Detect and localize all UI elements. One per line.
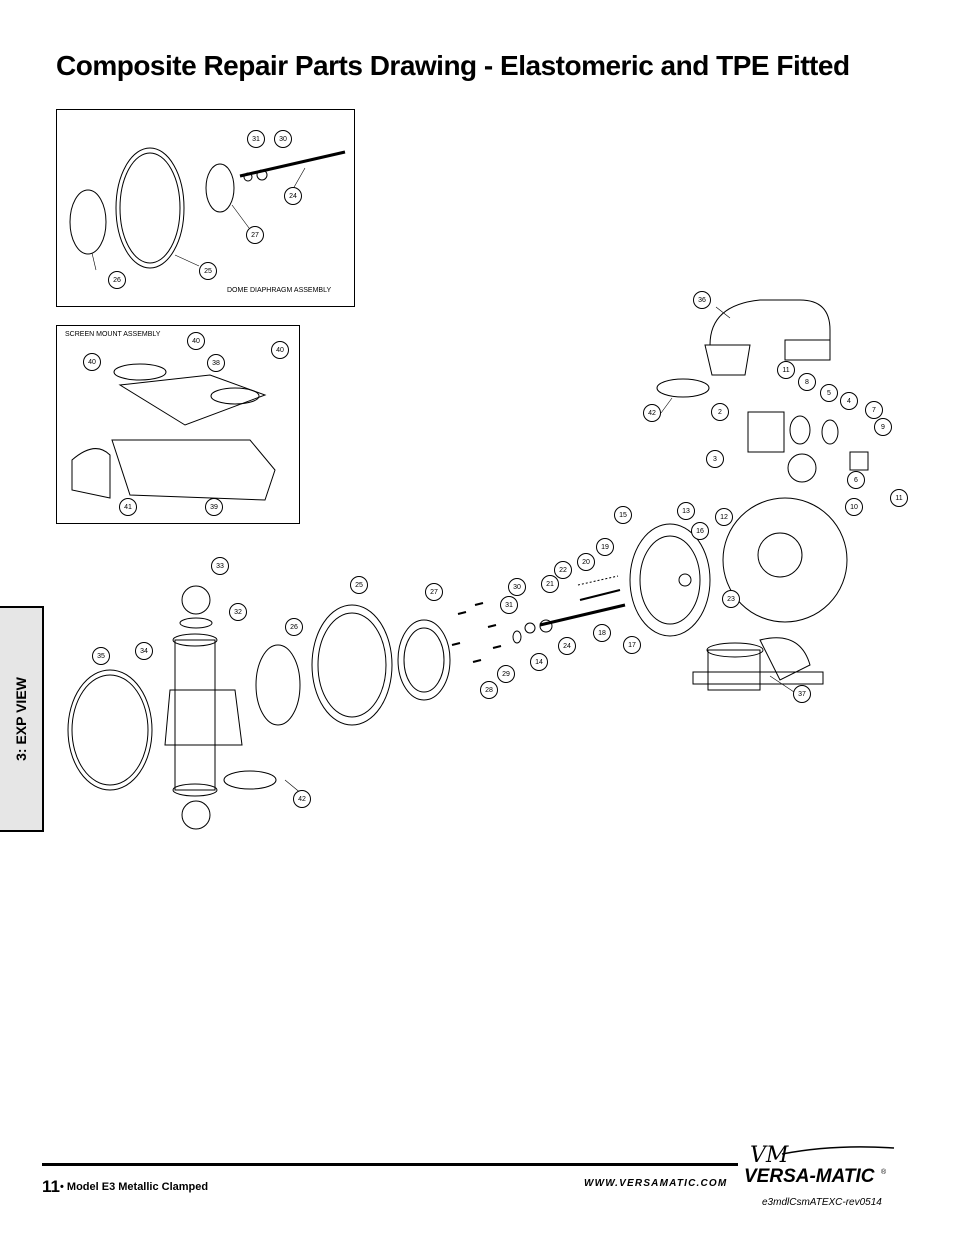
model-name: • Model E3 Metallic Clamped xyxy=(60,1181,209,1193)
ball-lower xyxy=(181,800,211,830)
page-number: 11 xyxy=(42,1177,60,1196)
callout: 20 xyxy=(577,553,595,571)
callout: 40 xyxy=(83,353,101,371)
ball-33 xyxy=(181,585,211,615)
versa-matic-logo: VM VERSA-MATIC ® xyxy=(744,1142,904,1197)
callout: 7 xyxy=(865,401,883,419)
callout: 8 xyxy=(798,373,816,391)
callout: 42 xyxy=(293,790,311,808)
callout: 9 xyxy=(874,418,892,436)
callout: 30 xyxy=(508,578,526,596)
callout: 38 xyxy=(207,354,225,372)
revision-code: e3mdlCsmATEXC-rev0514 xyxy=(762,1197,882,1208)
callout: 16 xyxy=(691,522,709,540)
dome-part-27 xyxy=(205,163,235,213)
callout: 31 xyxy=(247,130,265,148)
callout: 13 xyxy=(677,502,695,520)
dome-diaphragm-inset: DOME DIAPHRAGM ASSEMBLY 31 30 24 27 25 2… xyxy=(56,109,355,307)
callout: 42 xyxy=(643,404,661,422)
callout: 24 xyxy=(284,187,302,205)
page-title: Composite Repair Parts Drawing - Elastom… xyxy=(56,50,850,81)
callout: 18 xyxy=(593,624,611,642)
website-link[interactable]: WWW.VERSAMATIC.COM xyxy=(584,1178,728,1189)
callout: 11 xyxy=(777,361,795,379)
callout: 39 xyxy=(205,498,223,516)
callout: 27 xyxy=(246,226,264,244)
dome-part-25 xyxy=(115,147,185,269)
screen-inset-caption: SCREEN MOUNT ASSEMBLY xyxy=(65,331,161,338)
callout: 4 xyxy=(840,392,858,410)
callout: 35 xyxy=(92,647,110,665)
callout: 25 xyxy=(199,262,217,280)
footer-rule xyxy=(42,1163,738,1166)
dome-inset-caption: DOME DIAPHRAGM ASSEMBLY xyxy=(227,287,332,294)
callout: 14 xyxy=(530,653,548,671)
callout: 6 xyxy=(847,471,865,489)
callout: 32 xyxy=(229,603,247,621)
logo-mark: VM xyxy=(750,1143,789,1168)
section-side-tab[interactable]: 3: EXP VIEW xyxy=(0,606,44,832)
callout: 22 xyxy=(554,561,572,579)
callout: 27 xyxy=(425,583,443,601)
registered-mark: ® xyxy=(881,1168,887,1176)
callout: 21 xyxy=(541,575,559,593)
callout: 2 xyxy=(711,403,729,421)
callout: 19 xyxy=(596,538,614,556)
callout: 40 xyxy=(271,341,289,359)
callout: 15 xyxy=(614,506,632,524)
callout: 41 xyxy=(119,498,137,516)
callout: 5 xyxy=(820,384,838,402)
callout: 28 xyxy=(480,681,498,699)
callout: 17 xyxy=(623,636,641,654)
callout: 23 xyxy=(722,590,740,608)
callout: 34 xyxy=(135,642,153,660)
callout: 10 xyxy=(845,498,863,516)
callout: 3 xyxy=(706,450,724,468)
dome-part-26 xyxy=(69,189,107,255)
callout: 11 xyxy=(890,489,908,507)
callout: 26 xyxy=(285,618,303,636)
callout: 31 xyxy=(500,596,518,614)
callout: 12 xyxy=(715,508,733,526)
callout: 37 xyxy=(793,685,811,703)
callout: 25 xyxy=(350,576,368,594)
callout: 29 xyxy=(497,665,515,683)
callout: 36 xyxy=(693,291,711,309)
logo-wordmark: VERSA-MATIC xyxy=(744,1166,875,1187)
callout: 24 xyxy=(558,637,576,655)
callout: 30 xyxy=(274,130,292,148)
callout: 26 xyxy=(108,271,126,289)
screen-mount-inset: SCREEN MOUNT ASSEMBLY 40 40 38 40 41 39 xyxy=(56,325,300,524)
callout: 40 xyxy=(187,332,205,350)
callout: 33 xyxy=(211,557,229,575)
